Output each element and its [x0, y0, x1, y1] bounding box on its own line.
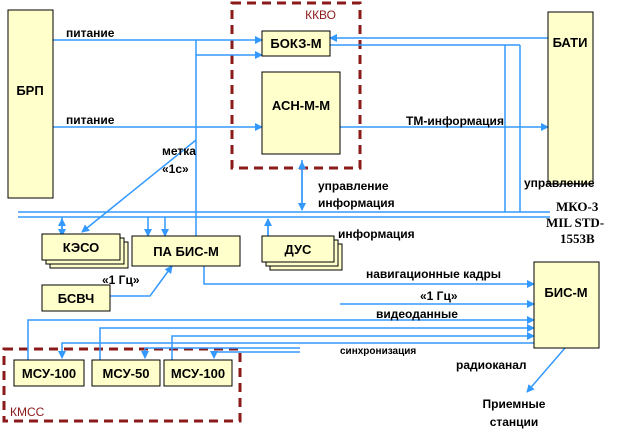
pa-bis-box — [131, 235, 241, 267]
kmss-group-label: КМСС — [10, 405, 45, 419]
keso-block: КЭСО — [41, 233, 129, 269]
bis-m-block: БИС-М — [533, 261, 600, 349]
dus-box — [261, 235, 335, 263]
bati-block: БАТИ — [547, 11, 594, 185]
power-label-mid: питание — [66, 113, 115, 127]
upravlenie-label: управление — [524, 176, 595, 190]
stations-label-1: Приемные — [483, 397, 546, 411]
nav-frames-label: навигационные кадры — [366, 267, 501, 281]
hz-bis-label: «1 Гц» — [420, 289, 458, 303]
msu50-block: МСУ-50 — [91, 359, 161, 387]
pa-bis-label: ПА БИС-М — [153, 244, 219, 259]
metka-label-2: «1с» — [162, 162, 189, 176]
radio-label: радиоканал — [456, 358, 527, 372]
asn-box — [261, 71, 341, 155]
sync-line-1 — [58, 342, 534, 359]
keso-box — [41, 233, 121, 261]
metka-line — [81, 139, 197, 233]
bokz-block: БОКЗ-М — [261, 30, 331, 57]
dus-label: ДУС — [285, 242, 313, 257]
kkvo-group-border — [230, 1, 362, 170]
bsvch-pa-line — [110, 265, 173, 297]
bokz-box — [261, 30, 331, 57]
asn-label: АСН-М-М — [272, 98, 330, 113]
control-label: управление — [318, 179, 389, 193]
msu100a-block: МСУ-100 — [13, 359, 85, 387]
bsvch-box — [41, 284, 111, 312]
tm-info-label: ТМ-информация — [406, 114, 504, 128]
keso-label: КЭСО — [63, 240, 100, 255]
sync-line-3 — [210, 351, 300, 359]
brp-box — [7, 9, 54, 199]
pa-bokz-line — [195, 51, 263, 236]
msu50-label: МСУ-50 — [103, 366, 150, 381]
msu100a-label: МСУ-100 — [22, 366, 76, 381]
stations-label-2: станции — [490, 415, 539, 429]
kmss-group-border — [2, 347, 242, 423]
msu100b-label: МСУ-100 — [171, 366, 225, 381]
video-line-1 — [27, 316, 535, 372]
mko-label-2: MIL STD- — [546, 215, 604, 230]
bis-m-label: БИС-М — [544, 285, 587, 300]
video-line-2 — [99, 324, 535, 372]
dus-info-label: информация — [338, 227, 415, 241]
video-label: видеоданные — [376, 307, 458, 321]
msu100a-box — [13, 359, 85, 387]
bsvch-label: БСВЧ — [58, 291, 95, 306]
msu100b-box — [163, 359, 233, 387]
nav-frames-line — [203, 266, 535, 288]
pa-bis-block: ПА БИС-М — [131, 235, 241, 267]
sync-label: синхронизация — [340, 346, 416, 357]
mko-label-3: 1553B — [560, 231, 595, 246]
msu50-box — [91, 359, 161, 387]
bokz-label: БОКЗ-М — [270, 36, 321, 51]
msu100b-block: МСУ-100 — [163, 359, 233, 387]
bsvch-block: БСВЧ — [41, 284, 111, 312]
radio-line — [526, 347, 566, 393]
bati-label: БАТИ — [553, 35, 588, 50]
hz-label: «1 Гц» — [102, 273, 140, 287]
mko-label-1: МКО-3 — [556, 199, 599, 214]
sync-line-2 — [141, 347, 300, 359]
asn-block: АСН-М-М — [261, 71, 341, 155]
power-label-top: питание — [66, 26, 115, 40]
bis-m-box — [533, 261, 600, 349]
dus-block: ДУС — [261, 235, 343, 271]
info-label: информация — [318, 196, 395, 210]
brp-block: БРП — [7, 9, 54, 199]
brp-label: БРП — [16, 83, 43, 98]
bati-box — [547, 11, 594, 185]
metka-label-1: метка — [162, 144, 196, 158]
kkvo-group-label: ККВО — [305, 8, 336, 22]
